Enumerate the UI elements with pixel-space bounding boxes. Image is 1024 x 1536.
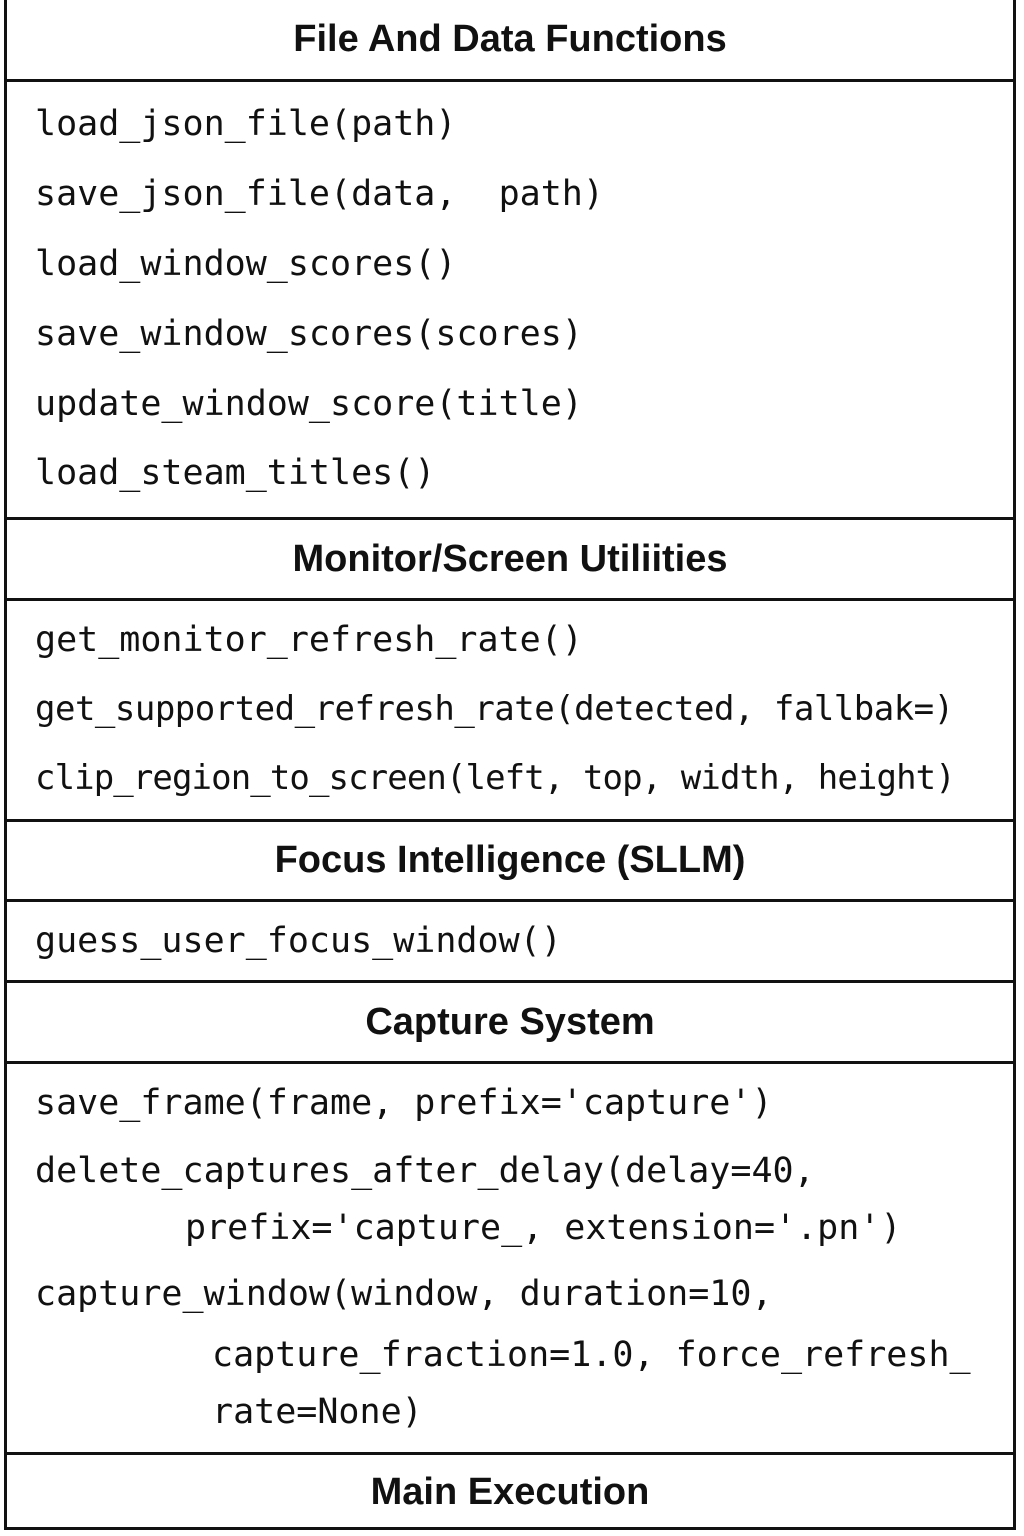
function-capture-window-continued-2: rate=None) [212,1392,423,1432]
function-load-window-scores: load_window_scores() [35,244,457,284]
section-body-capture: save_frame(frame, prefix='capture') dele… [7,1064,1013,1455]
function-load-steam-titles: load_steam_titles() [35,453,436,493]
function-get-monitor-refresh-rate: get_monitor_refresh_rate() [35,620,583,660]
function-capture-window-continued-1: capture_fraction=1.0, force_refresh_ [212,1335,971,1375]
function-load-json-file: load_json_file(path) [35,104,457,144]
section-header-file-data: File And Data Functions [7,0,1013,82]
section-title-capture: Capture System [365,1000,655,1043]
function-guess-user-focus-window: guess_user_focus_window() [35,921,562,961]
function-update-window-score: update_window_score(title) [35,384,583,424]
section-body-monitor: get_monitor_refresh_rate() get_supported… [7,601,1013,822]
function-capture-window: capture_window(window, duration=10, [35,1274,773,1314]
function-save-frame: save_frame(frame, prefix='capture') [35,1083,773,1123]
section-title-main: Main Execution [370,1471,650,1513]
class-diagram: File And Data Functions load_json_file(p… [4,0,1016,1530]
section-title-focus: Focus Intelligence (SLLM) [274,839,746,881]
section-header-main: Main Execution [7,1455,1013,1530]
function-delete-captures-after-delay-continued: prefix='capture_, extension='.pn') [185,1208,902,1248]
section-header-focus: Focus Intelligence (SLLM) [7,822,1013,902]
section-header-capture: Capture System [7,983,1013,1064]
section-body-file-data: load_json_file(path) save_json_file(data… [7,82,1013,520]
section-title-file-data: File And Data Functions [293,18,727,60]
section-title-monitor: Monitor/Screen Utiliities [292,537,728,580]
section-body-focus: guess_user_focus_window() [7,902,1013,983]
function-save-window-scores: save_window_scores(scores) [35,314,583,354]
function-save-json-file: save_json_file(data, path) [35,174,604,214]
function-get-supported-refresh-rate: get_supported_refresh_rate(detected, fal… [35,689,954,729]
section-header-monitor: Monitor/Screen Utiliities [7,520,1013,601]
function-clip-region-to-screen: clip_region_to_screen(left, top, width, … [35,758,956,798]
function-delete-captures-after-delay: delete_captures_after_delay(delay=40, [35,1151,815,1191]
